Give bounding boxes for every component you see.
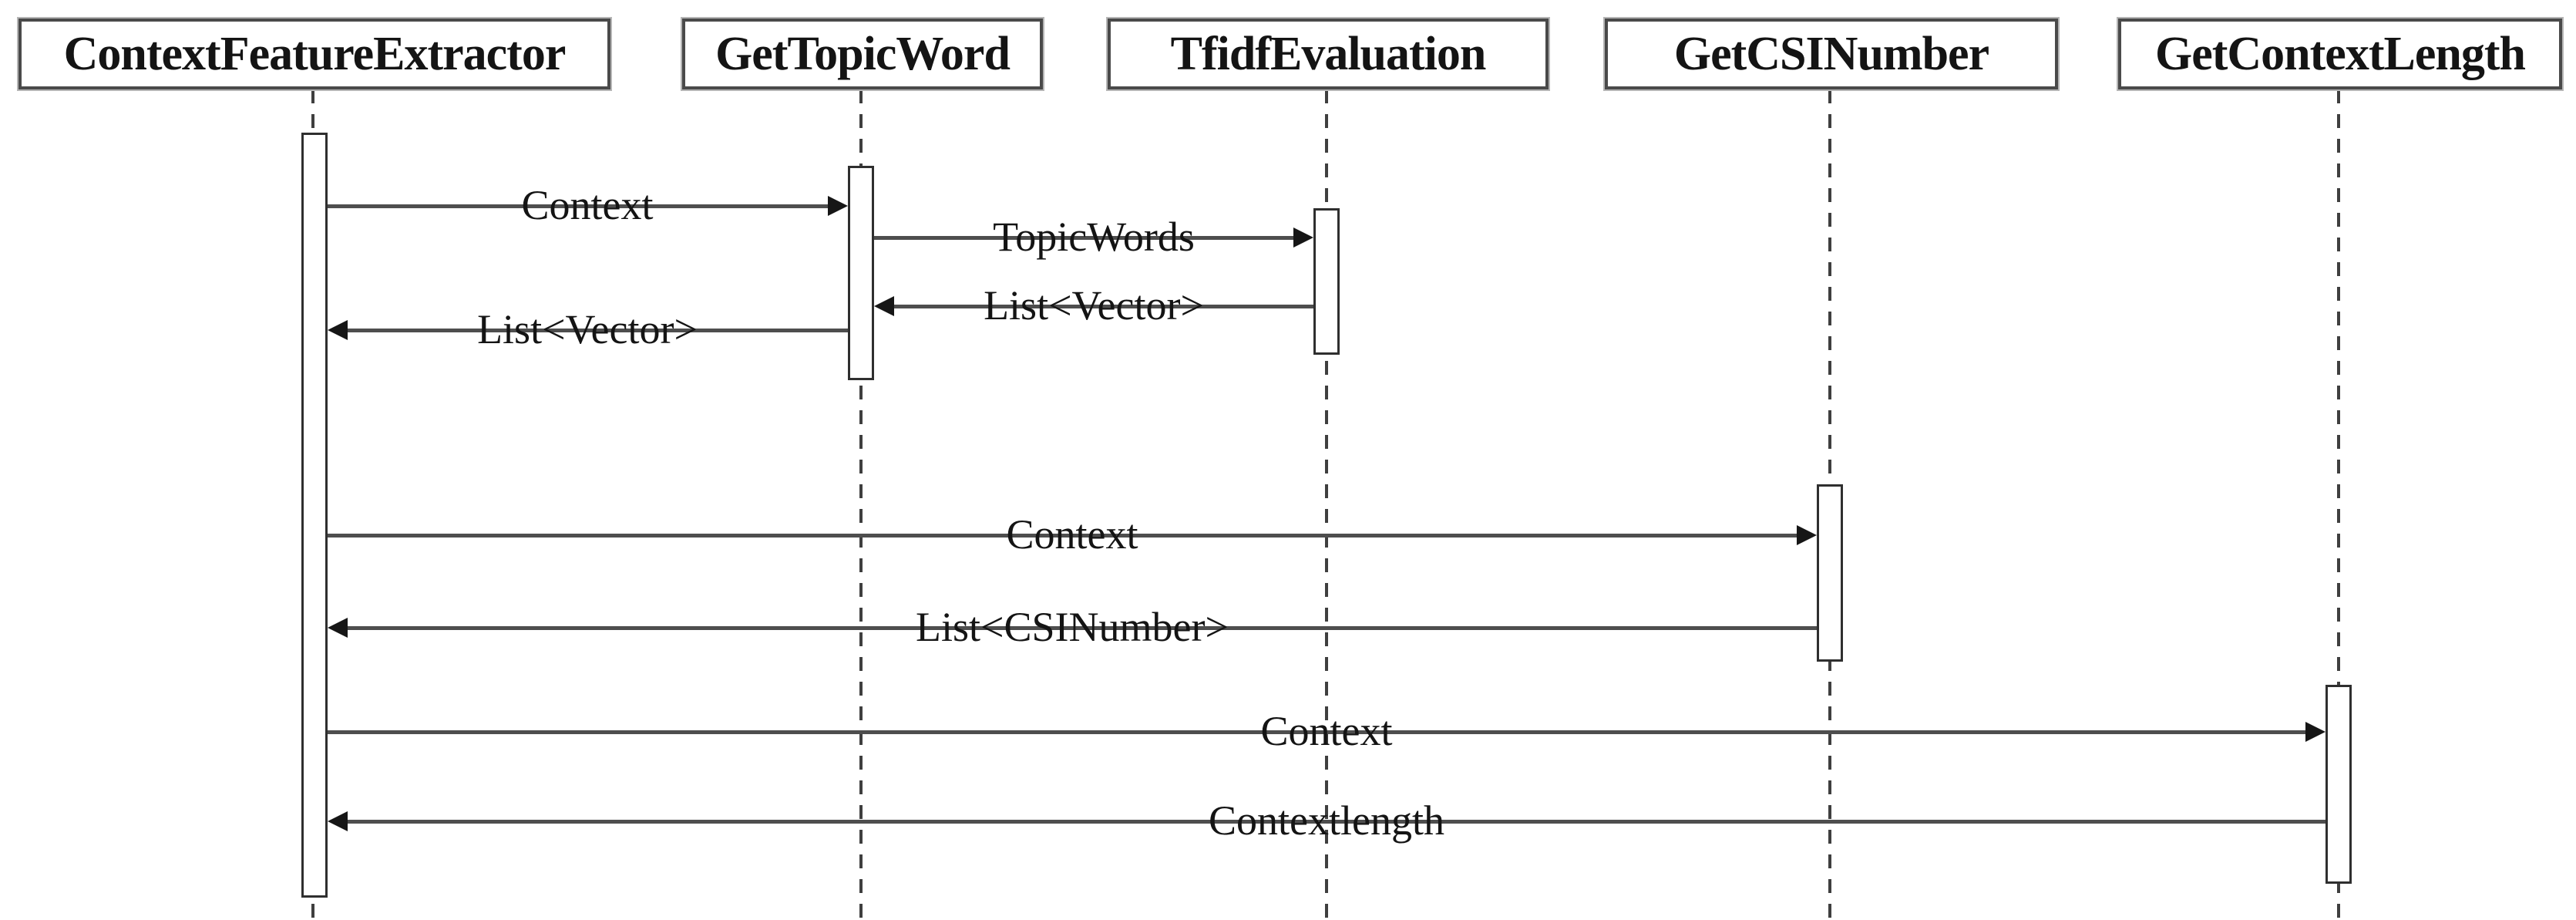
arrowhead-left-icon [328, 811, 348, 831]
arrowhead-left-icon [328, 320, 348, 340]
activation-bar-tfidfevaluation [1313, 208, 1340, 355]
arrowhead-right-icon [1293, 227, 1313, 248]
message-label: List<Vector> [477, 305, 698, 352]
message-label: Contextlength [1209, 797, 1444, 844]
message-line [328, 204, 828, 208]
message-line [348, 626, 1817, 630]
activation-bar-gettopicword [848, 166, 874, 380]
lifeline-gettopicword [859, 89, 863, 920]
activation-bar-contextfeatureextractor [301, 133, 328, 898]
activation-bar-getcsinumber [1817, 484, 1843, 662]
lifeline-name: TfidfEvaluation [1170, 27, 1487, 80]
message-line [328, 730, 2305, 734]
lifeline-tfidfevaluation [1325, 89, 1328, 920]
lifeline-header-getcsinumber: GetCSINumber [1605, 19, 2058, 89]
message-line [348, 820, 2325, 824]
message-label: TopicWords [993, 213, 1195, 260]
lifeline-header-contextfeatureextractor: ContextFeatureExtractor [18, 19, 610, 89]
message-line [328, 534, 1797, 538]
lifeline-getcontextlength [2337, 89, 2340, 920]
message-label: Context [1006, 511, 1138, 558]
message-label: Context [521, 181, 654, 228]
message-line [348, 329, 848, 332]
message-line [874, 236, 1293, 240]
message-line [894, 305, 1313, 308]
message-label: List<CSINumber> [916, 603, 1229, 650]
arrowhead-left-icon [874, 296, 894, 316]
activation-bar-getcontextlength [2325, 685, 2352, 884]
arrowhead-right-icon [2305, 722, 2325, 742]
arrowhead-left-icon [328, 618, 348, 638]
lifeline-name: ContextFeatureExtractor [63, 27, 567, 80]
lifeline-name: GetTopicWord [715, 27, 1011, 80]
lifeline-header-getcontextlength: GetContextLength [2118, 19, 2562, 89]
message-label: Context [1260, 707, 1393, 754]
lifeline-name: GetCSINumber [1673, 27, 1989, 80]
lifeline-header-tfidfevaluation: TfidfEvaluation [1108, 19, 1549, 89]
lifeline-name: GetContextLength [2155, 27, 2526, 80]
arrowhead-right-icon [828, 196, 848, 216]
message-label: List<Vector> [984, 281, 1204, 329]
arrowhead-right-icon [1797, 525, 1817, 545]
lifeline-header-gettopicword: GetTopicWord [682, 19, 1043, 89]
